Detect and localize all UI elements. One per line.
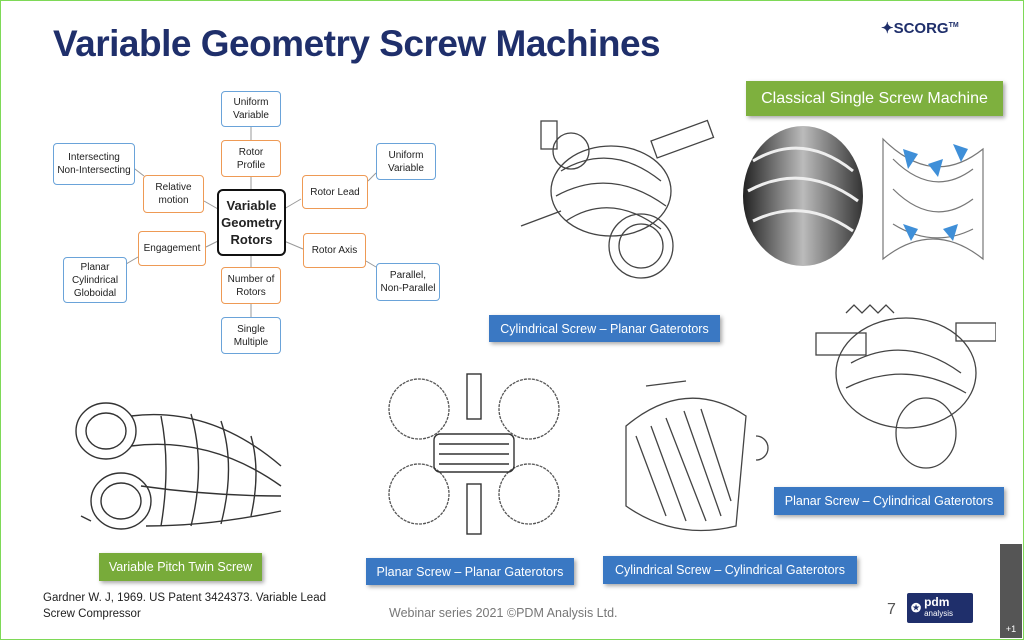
cylindrical-screw-cylindrical-gaterotors-illustration xyxy=(625,380,769,532)
node-number-of-rotors: Number of Rotors xyxy=(221,267,281,304)
label-classical-single-screw: Classical Single Screw Machine xyxy=(746,81,1003,116)
node-engagement: Engagement xyxy=(138,231,206,266)
node-parallel-non-parallel: Parallel, Non-Parallel xyxy=(376,263,440,301)
variable-pitch-twin-screw-illustration xyxy=(75,402,282,530)
pdm-logo-top: pdm xyxy=(924,595,950,609)
gaterotor-3d-icon xyxy=(882,137,984,261)
slide-title: Variable Geometry Screw Machines xyxy=(53,23,661,64)
node-uniform-variable-top: Uniform Variable xyxy=(221,91,281,127)
cylindrical-screw-planar-gaterotors-illustration xyxy=(520,119,715,279)
node-planar-cylindrical-globoidal: Planar Cylindrical Globoidal xyxy=(63,257,127,303)
node-rotor-profile: Rotor Profile xyxy=(221,140,281,177)
logo-trademark: TM xyxy=(948,22,959,29)
single-screw-rotor-3d-icon xyxy=(743,126,863,266)
participants-overflow-badge[interactable]: +1 xyxy=(1000,544,1022,638)
label-planar-screw-cylindrical-gaterotors: Planar Screw – Cylindrical Gaterotors xyxy=(774,487,1004,515)
node-rotor-lead: Rotor Lead xyxy=(302,175,368,209)
label-variable-pitch-twin-screw: Variable Pitch Twin Screw xyxy=(99,553,262,581)
planar-screw-planar-gaterotors-illustration xyxy=(388,373,560,535)
star-icon: ✦ xyxy=(881,20,894,37)
planar-screw-cylindrical-gaterotors-illustration xyxy=(815,304,996,469)
star-icon: ✪ xyxy=(911,600,922,615)
citation: Gardner W. J, 1969. US Patent 3424373. V… xyxy=(43,592,326,620)
node-single-multiple: Single Multiple xyxy=(221,317,281,354)
pdm-logo-bottom: analysis xyxy=(924,609,953,618)
footer-text: Webinar series 2021 ©PDM Analysis Ltd. xyxy=(389,606,618,620)
scorg-logo: ✦SCORGTM xyxy=(881,19,959,37)
label-planar-screw-planar-gaterotors: Planar Screw – Planar Gaterotors xyxy=(366,558,574,585)
node-intersecting: Intersecting Non-Intersecting xyxy=(53,143,135,185)
node-variable-geometry-rotors: Variable Geometry Rotors xyxy=(217,189,286,256)
node-uniform-variable-right: Uniform Variable xyxy=(376,143,436,180)
label-cylindrical-screw-planar-gaterotors: Cylindrical Screw – Planar Gaterotors xyxy=(489,315,720,342)
node-rotor-axis: Rotor Axis xyxy=(303,233,366,268)
label-cylindrical-screw-cylindrical-gaterotors: Cylindrical Screw – Cylindrical Gateroto… xyxy=(603,556,857,584)
logo-text: SCORG xyxy=(893,20,949,37)
node-relative-motion: Relative motion xyxy=(143,175,204,213)
page-number: 7 xyxy=(887,601,896,618)
